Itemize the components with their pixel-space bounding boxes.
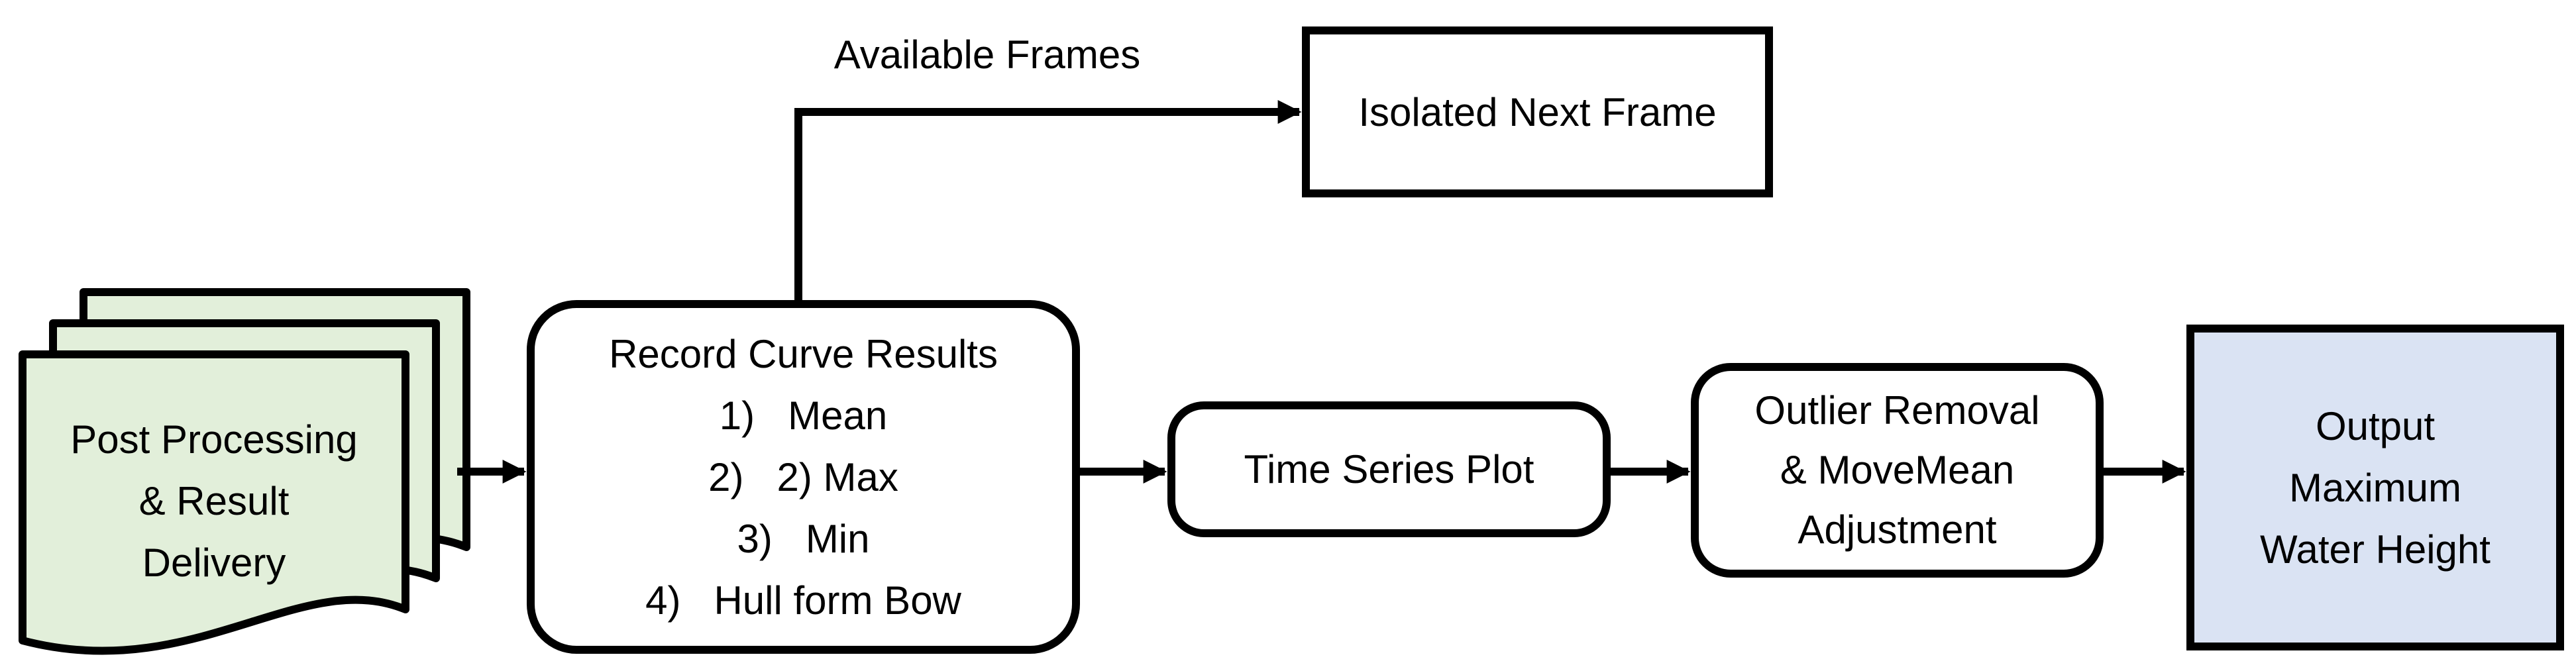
node-label-line: 4) Hull form Bow (645, 578, 961, 623)
node-label-line: Post Processing (70, 417, 358, 462)
node-label-line: Maximum (2288, 465, 2461, 510)
connector-record-to-isolated-frame (794, 100, 1302, 300)
node-record-curve-results: Record Curve Results 1) Mean 2) 2) Max 3… (527, 300, 1080, 654)
document-page-front (19, 350, 409, 655)
node-isolated-next-frame: Isolated Next Frame (1302, 26, 1773, 197)
node-label-line: Record Curve Results (609, 331, 998, 376)
node-label-line: Output (2315, 403, 2436, 448)
node-label-line: 1) Mean (719, 393, 888, 438)
document-stack-shape (19, 288, 470, 655)
node-label-line: 3) Min (737, 516, 870, 561)
node-outlier-removal: Outlier Removal & MoveMean Adjustment (1691, 363, 2104, 578)
node-post-processing-label: Post Processing & Result Delivery (23, 409, 405, 594)
node-label-line: Water Height (2260, 527, 2491, 572)
node-label-line: & Result (138, 479, 290, 523)
node-label-line: Adjustment (1798, 507, 1997, 552)
node-output-max-water-height: Output Maximum Water Height (2186, 325, 2564, 650)
node-label-line: Delivery (142, 541, 286, 585)
edge-label-available-frames: Available Frames (833, 32, 1141, 77)
node-label-line: Outlier Removal (1754, 388, 2040, 433)
node-time-series-plot: Time Series Plot (1167, 401, 1611, 537)
node-label-line: & MoveMean (1780, 448, 2015, 492)
node-label-line: 2) 2) Max (708, 454, 898, 499)
